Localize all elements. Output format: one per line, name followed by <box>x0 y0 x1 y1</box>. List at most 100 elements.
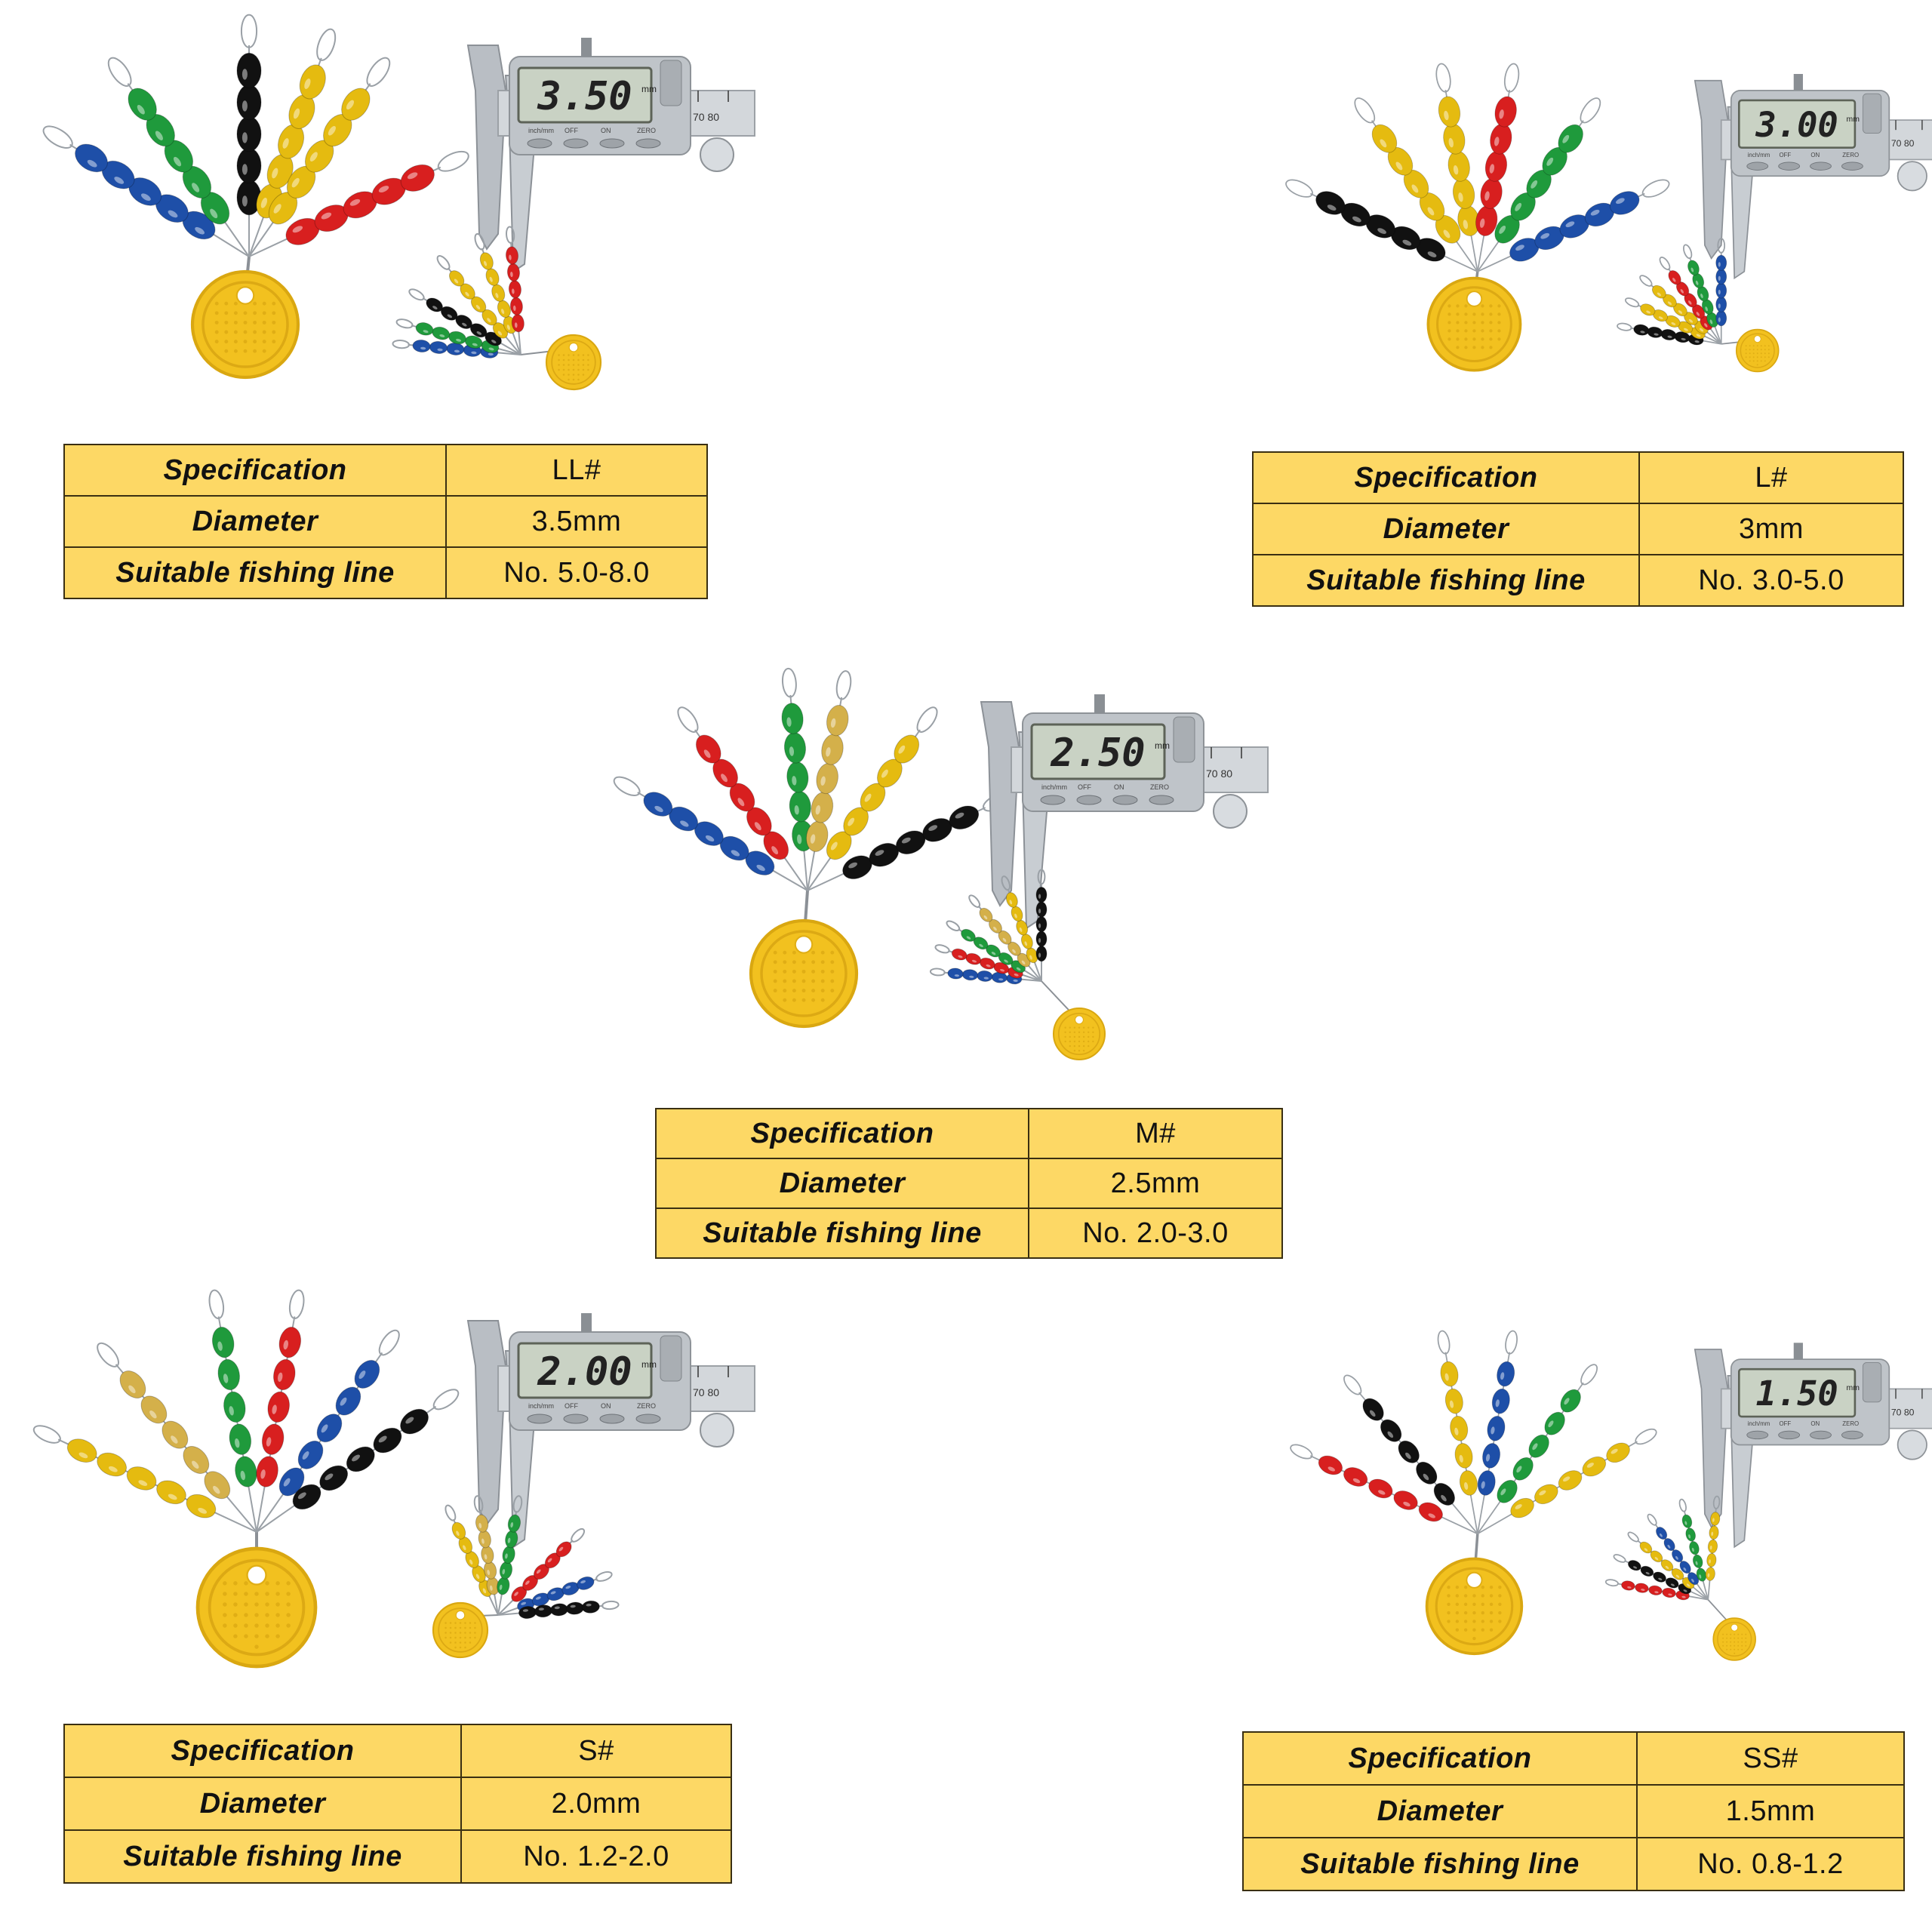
button-caption: ZERO <box>637 1402 656 1410</box>
caliper-button <box>1810 1430 1832 1440</box>
disc-texture-dot <box>1726 1633 1728 1635</box>
disc-texture-dot <box>1726 1641 1728 1643</box>
disc-texture-dot <box>1726 1644 1728 1647</box>
bead <box>789 790 811 823</box>
bead-highlight <box>407 172 418 180</box>
caliper-button <box>635 138 661 149</box>
bead <box>1706 1553 1717 1567</box>
disc-rim <box>438 1607 483 1653</box>
disc-texture-dot <box>1481 329 1484 333</box>
bead <box>156 1480 186 1505</box>
bead <box>1681 1514 1693 1528</box>
disc-texture-dot <box>1456 304 1460 308</box>
bead-highlight <box>1667 301 1672 306</box>
bead <box>1480 177 1503 209</box>
bead-highlight <box>1696 312 1700 316</box>
disc-texture-dot <box>1730 1633 1732 1635</box>
bead-highlight <box>456 1531 460 1537</box>
disc-texture-dot <box>1722 1637 1724 1639</box>
disc-texture-dot <box>1073 1040 1076 1043</box>
disc-texture-dot <box>1463 1602 1468 1606</box>
bead-stopper-group <box>1290 1330 1657 1656</box>
bead-highlight <box>489 276 493 282</box>
disc-texture-dot <box>454 1626 457 1629</box>
bead <box>811 792 834 823</box>
bead-highlight <box>1654 333 1659 336</box>
bead <box>1035 901 1048 918</box>
bead-highlight <box>1654 1591 1659 1594</box>
disc-texture-dot <box>1455 1620 1460 1623</box>
caliper-button <box>1778 162 1801 171</box>
disc-texture-dot <box>1756 364 1758 366</box>
bead-highlight <box>792 776 797 786</box>
bead-highlight <box>488 347 494 351</box>
bead-highlight <box>282 138 289 149</box>
disc-texture-dot <box>820 989 825 993</box>
disc-texture-dot <box>286 1613 291 1617</box>
bead-highlight <box>522 1609 529 1612</box>
bead-highlight <box>535 1596 541 1600</box>
disc-texture-dot <box>1749 349 1751 351</box>
disc-texture-dot <box>801 979 806 983</box>
bead-highlight <box>420 346 426 350</box>
disc-texture-dot <box>214 311 219 315</box>
button-caption: ON <box>1114 783 1124 791</box>
disc-texture-dot <box>464 1646 466 1649</box>
disc-texture-dot <box>811 969 816 974</box>
bead-highlight <box>1691 1578 1694 1583</box>
bead <box>235 1456 257 1487</box>
bead-highlight <box>1038 894 1041 899</box>
bead-highlight <box>794 804 799 815</box>
disc-texture-dot <box>244 1613 248 1617</box>
bead-highlight <box>1671 322 1676 325</box>
lcd-reading: 3.50 <box>537 74 632 119</box>
bead <box>499 1561 513 1580</box>
disc-texture-dot <box>1472 1594 1476 1598</box>
wire-loop <box>42 125 73 149</box>
caliper-fixed-jaw <box>980 701 1020 907</box>
bead-highlight <box>1659 1533 1663 1537</box>
bead <box>1482 1443 1501 1469</box>
caliper-thumb-wheel <box>1213 794 1247 829</box>
disc-texture-dot <box>830 950 835 955</box>
bead-highlight <box>482 1588 487 1594</box>
bead-highlight <box>826 747 831 757</box>
disc-texture-dot <box>1472 1602 1476 1606</box>
disc-texture-dot <box>254 1623 259 1628</box>
disc-texture-dot <box>820 969 825 974</box>
disc-texture-dot <box>243 340 248 344</box>
bead-highlight <box>1711 1531 1714 1537</box>
bead-highlight <box>223 1374 229 1383</box>
disc-texture-dot <box>820 979 825 983</box>
lcd-unit: mm <box>1847 115 1860 124</box>
disc-texture-dot <box>243 330 248 334</box>
disc-texture-dot <box>1481 1602 1484 1606</box>
lcd-reading: 2.00 <box>537 1349 632 1395</box>
bead-highlight <box>1705 306 1708 312</box>
bead <box>316 1414 343 1443</box>
disc-texture-dot <box>214 320 219 325</box>
bead <box>497 300 511 318</box>
disc-texture-dot <box>1749 352 1751 355</box>
wire-loop <box>436 255 451 270</box>
bead <box>1035 886 1048 903</box>
caliper-battery-cover <box>1862 1362 1882 1403</box>
bead-highlight <box>1546 157 1554 166</box>
bead <box>1450 1416 1469 1441</box>
bead-highlight <box>465 291 469 297</box>
bead-highlight <box>272 1404 277 1414</box>
disc-texture-dot <box>253 320 257 325</box>
bead-highlight <box>266 1437 272 1447</box>
bead-highlight <box>901 837 911 844</box>
bead-highlight <box>1658 1577 1663 1581</box>
disc-texture-dot <box>449 1641 452 1644</box>
bead <box>1687 260 1700 276</box>
disc-texture-dot <box>1745 352 1747 355</box>
disc-texture-dot <box>459 1636 462 1639</box>
disc-texture-dot <box>1737 1637 1740 1639</box>
disc-texture-dot <box>783 950 787 955</box>
bead-highlight <box>1464 1481 1469 1491</box>
bead-highlight <box>1444 1373 1449 1381</box>
